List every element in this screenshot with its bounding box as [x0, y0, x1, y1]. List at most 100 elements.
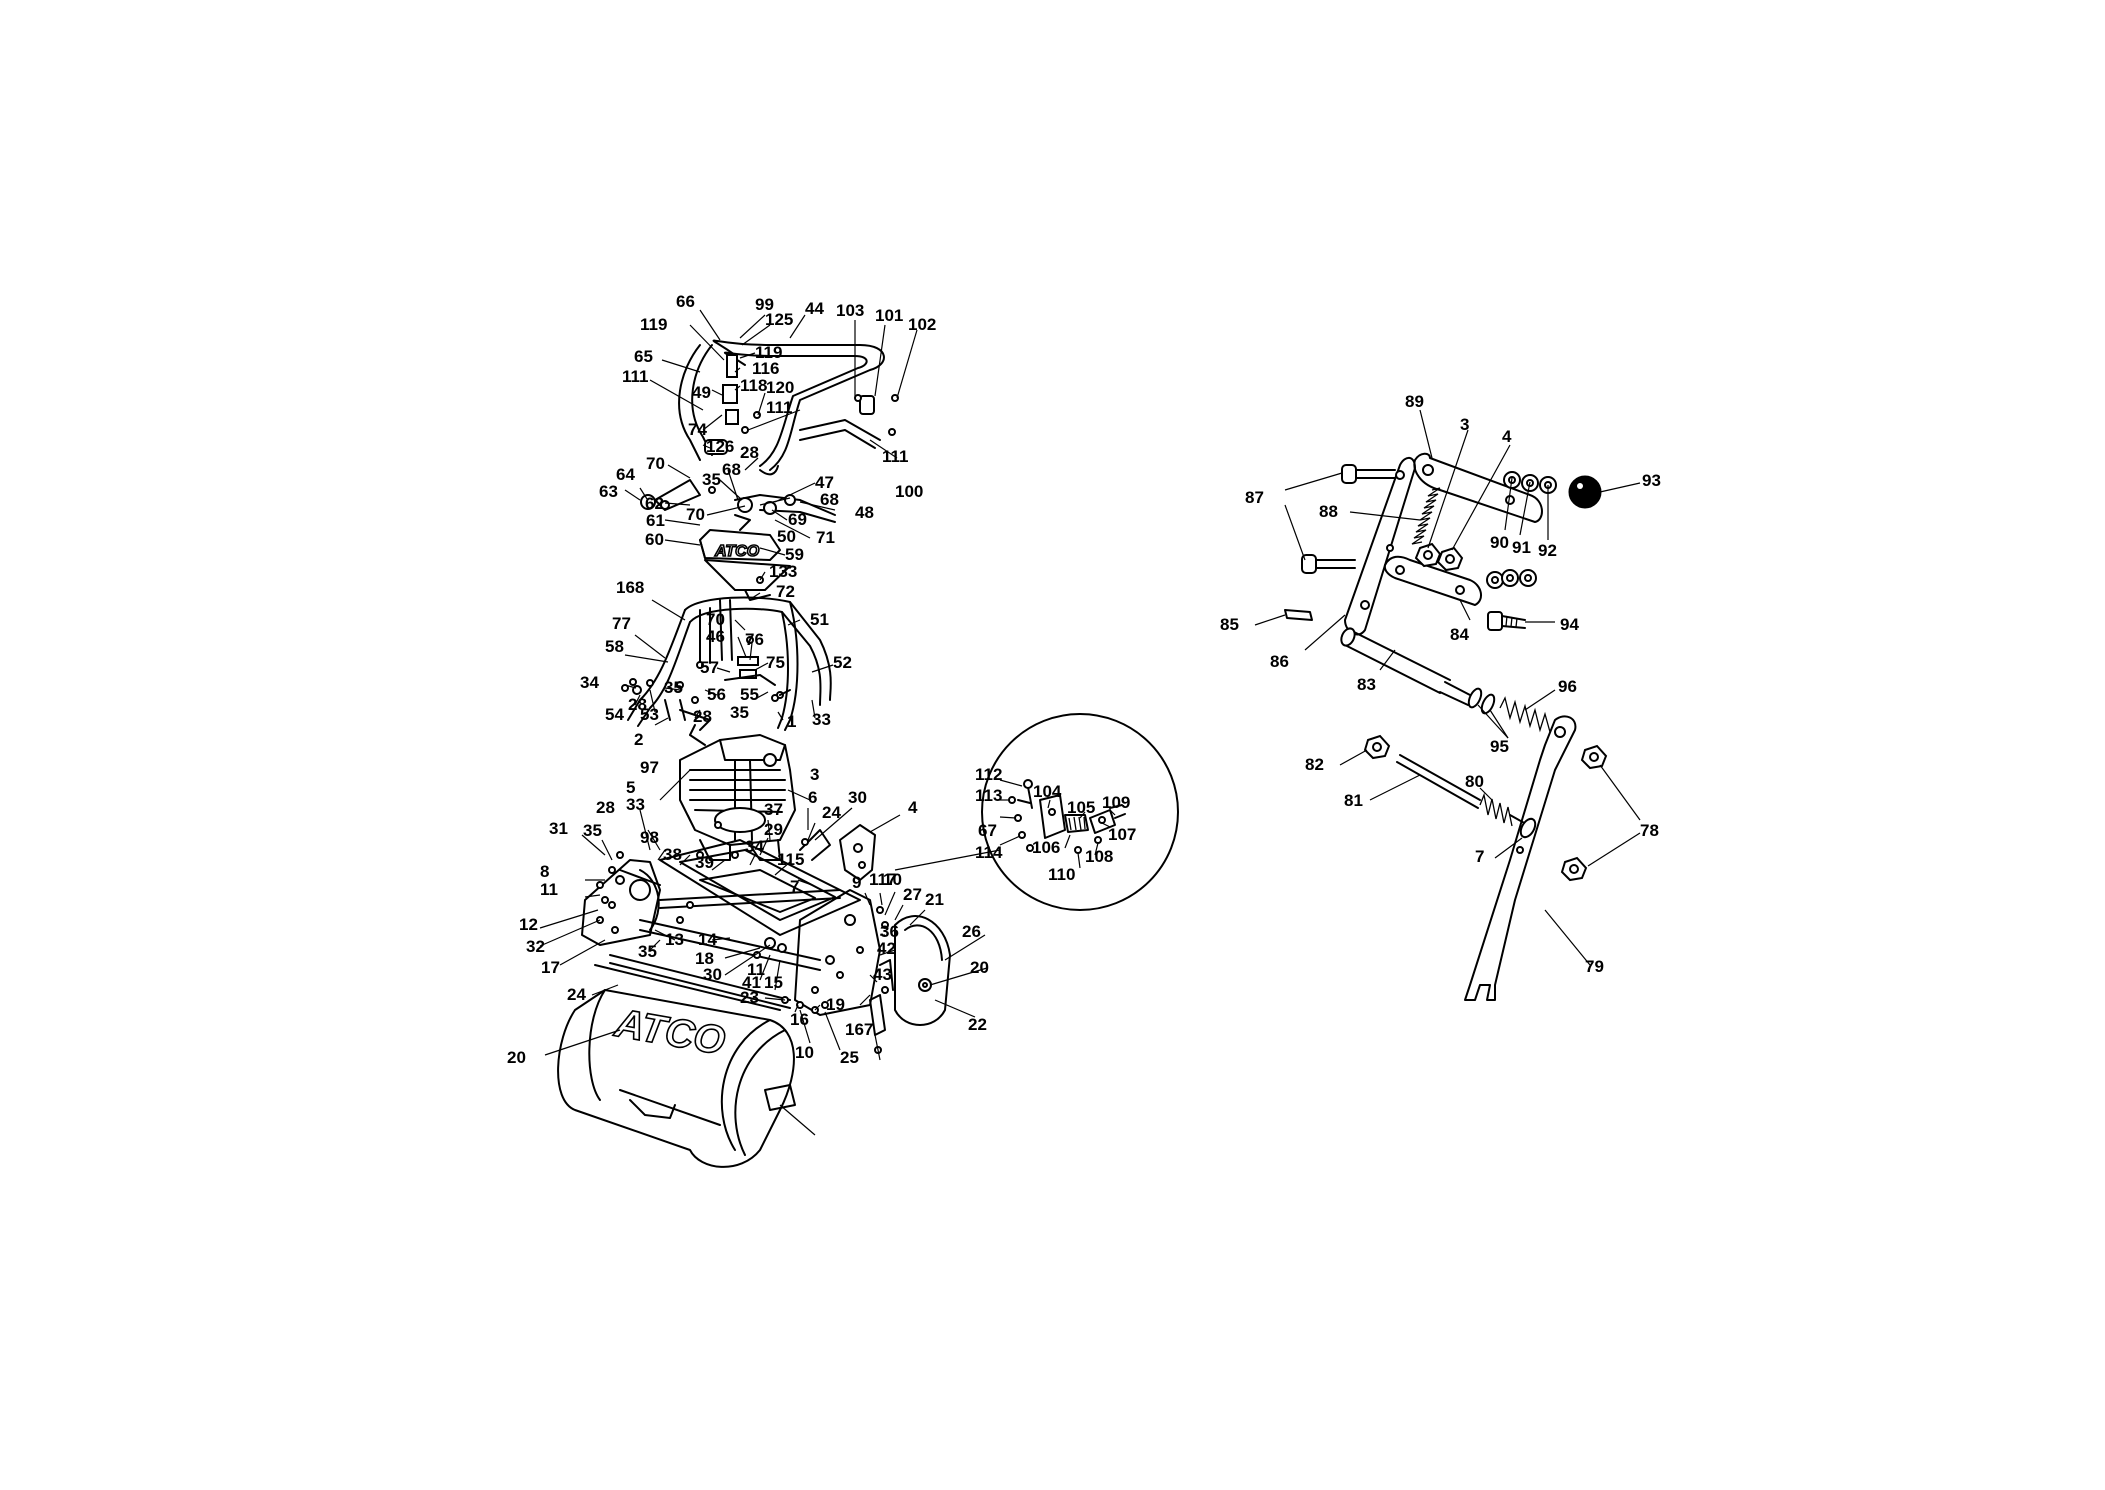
callout: 109 — [1102, 793, 1130, 812]
svg-text:ATCO: ATCO — [611, 1001, 728, 1064]
callout: 76 — [745, 630, 764, 649]
callout: 70 — [686, 505, 705, 524]
callout: 32 — [526, 937, 545, 956]
callout: 84 — [1450, 625, 1469, 644]
callout: 125 — [765, 310, 793, 329]
callout: 4 — [1502, 427, 1512, 446]
callout: 6 — [808, 788, 817, 807]
callout: 118 — [740, 376, 767, 395]
callout: 91 — [1512, 538, 1531, 557]
callout: 54 — [605, 705, 624, 724]
callout: 70 — [706, 610, 725, 629]
callout: 16 — [790, 1010, 809, 1029]
callout: 7 — [790, 877, 799, 896]
callout: 34 — [580, 673, 599, 692]
callout: 53 — [640, 705, 659, 724]
callout: 23 — [740, 988, 759, 1007]
mower-assembly: ATCO — [539, 309, 1001, 1168]
upper-handle — [678, 339, 899, 476]
callout: 20 — [970, 958, 989, 977]
callout: 77 — [612, 614, 631, 633]
callout: 35 — [664, 678, 683, 697]
callout: 64 — [616, 465, 635, 484]
callout: 100 — [895, 482, 923, 501]
callout: 98 — [640, 828, 659, 847]
callout: 78 — [1640, 821, 1659, 840]
callout: 97 — [640, 758, 659, 777]
callout: 108 — [1085, 847, 1113, 866]
grass-box: ATCO — [557, 989, 796, 1168]
callout: 168 — [616, 578, 644, 597]
callout: 61 — [646, 511, 665, 530]
callout: 89 — [1405, 392, 1424, 411]
callout: 63 — [599, 482, 618, 501]
callout: 107 — [1108, 825, 1136, 844]
callout: 28 — [740, 443, 759, 462]
callout: 42 — [877, 939, 896, 958]
callout: 106 — [1032, 838, 1060, 857]
callout: 65 — [634, 347, 653, 366]
callout: 101 — [875, 306, 903, 325]
bracket-assembly — [1254, 409, 1641, 1001]
callouts-left: 66 99 125 44 103 101 102 119 119 116 65 … — [507, 292, 989, 1067]
callout: 96 — [1558, 677, 1577, 696]
callout: 120 — [766, 378, 794, 397]
callout: 35 — [702, 470, 721, 489]
callout: 92 — [1538, 541, 1557, 560]
callout: 18 — [695, 949, 714, 968]
callout: 8 — [540, 862, 549, 881]
callout: 25 — [840, 1048, 859, 1067]
callout: 115 — [777, 850, 804, 869]
callout: 117 — [869, 870, 896, 889]
callout: 36 — [880, 922, 899, 941]
callout: 81 — [1344, 791, 1363, 810]
callout: 24 — [567, 985, 586, 1004]
callout: 9 — [852, 873, 861, 892]
callout: 49 — [692, 383, 711, 402]
callout: 30 — [703, 965, 722, 984]
callout: 72 — [776, 582, 795, 601]
callout: 28 — [693, 707, 712, 726]
callout: 28 — [596, 798, 615, 817]
callout: 38 — [663, 845, 682, 864]
callout: 7 — [1475, 847, 1484, 866]
callout: 11 — [747, 960, 765, 979]
callout: 2 — [634, 730, 643, 749]
callout: 43 — [873, 965, 892, 984]
callout: 60 — [645, 530, 664, 549]
lower-handle — [627, 596, 832, 731]
callout: 86 — [1270, 652, 1289, 671]
callout: 13 — [665, 930, 684, 949]
callout: 26 — [962, 922, 981, 941]
callout: 99 — [755, 295, 774, 314]
callout: 62 — [645, 494, 664, 513]
callout: 80 — [1465, 772, 1484, 791]
callout: 56 — [707, 685, 726, 704]
callout: 3 — [1460, 415, 1469, 434]
callout: 103 — [836, 301, 864, 320]
callout: 67 — [978, 821, 997, 840]
callout: 74 — [688, 420, 707, 439]
callout: 34 — [745, 837, 764, 856]
callout: 110 — [1048, 865, 1075, 884]
callout: 14 — [698, 930, 717, 949]
callout: 114 — [975, 843, 1003, 862]
engine — [679, 734, 796, 861]
callout: 21 — [925, 890, 944, 909]
callout: 4 — [908, 798, 918, 817]
callout: 33 — [812, 710, 831, 729]
callout: 105 — [1067, 798, 1095, 817]
callout: 111 — [622, 367, 649, 386]
callout: 119 — [640, 315, 667, 334]
callout: 133 — [769, 562, 797, 581]
callouts-right: 89 3 4 93 87 88 90 91 92 85 94 84 86 83 … — [1220, 392, 1661, 976]
callout: 126 — [706, 437, 734, 456]
callout: 10 — [883, 870, 902, 889]
callout: 88 — [1319, 502, 1338, 521]
callout: 52 — [833, 653, 852, 672]
callout: 112 — [975, 765, 1002, 784]
callout: 35 — [730, 703, 749, 722]
callout: 31 — [549, 819, 568, 838]
callout: 95 — [1490, 737, 1509, 756]
callout: 69 — [788, 510, 807, 529]
